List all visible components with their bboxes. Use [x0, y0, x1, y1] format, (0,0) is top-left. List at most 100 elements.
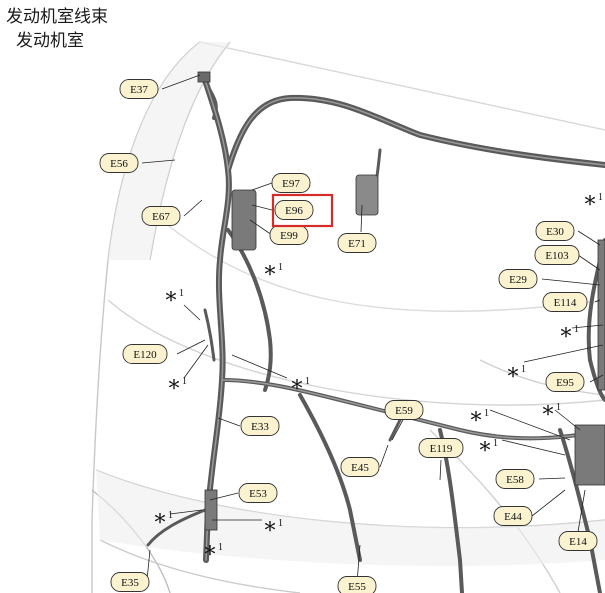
connector-label-e120: E120 [122, 344, 168, 364]
connector-label-text: E30 [546, 226, 564, 238]
note-marks: *1*1*1*1*1*1*1*1*1*1*1*1*1 [155, 192, 604, 568]
connector-label-text: E29 [509, 274, 527, 286]
connector-label-e33: E33 [240, 416, 280, 436]
note-star: * [265, 263, 276, 288]
note-star: * [155, 511, 166, 536]
note-mark: *1 [508, 364, 527, 390]
connector-label-text: E59 [395, 405, 413, 417]
connector-label-text: E120 [133, 349, 157, 361]
body-shading [96, 42, 605, 567]
note-superscript: 1 [218, 542, 223, 553]
note-mark: *1 [561, 324, 580, 350]
note-superscript: 1 [182, 376, 187, 387]
connector-label-pill [534, 245, 580, 265]
note-mark: *1 [585, 192, 604, 218]
connector-label-e30: E30 [535, 221, 575, 241]
connector-label-e35: E35 [110, 572, 150, 592]
connector-label-e67: E67 [141, 206, 181, 226]
connector-label-text: E35 [121, 577, 139, 589]
connector-label-e95: E95 [545, 372, 585, 392]
note-mark: *1 [543, 402, 562, 428]
connector-label-text: E14 [569, 536, 587, 548]
connector-label-e96: E96 [274, 200, 314, 220]
note-mark: *1 [471, 408, 490, 434]
connector-label-pill [493, 506, 533, 526]
note-superscript: 1 [493, 438, 498, 449]
note-superscript: 1 [556, 402, 561, 413]
connector-label-e97: E97 [271, 173, 311, 193]
connector-label-pill [337, 233, 377, 253]
connector-label-pill [99, 153, 139, 173]
connector-label-text: E119 [430, 443, 453, 455]
note-superscript: 1 [168, 510, 173, 521]
connector-label-e103: E103 [534, 245, 580, 265]
connector-label-e99: E99 [269, 225, 309, 245]
connector-label-text: E44 [504, 511, 522, 523]
connector-label-pill [498, 269, 538, 289]
connector-label-pill [337, 576, 377, 593]
note-superscript: 1 [278, 262, 283, 273]
note-mark: *1 [155, 510, 174, 536]
connector-label-text: E53 [249, 488, 267, 500]
highlight-box [271, 193, 334, 228]
leader-lines [141, 74, 604, 584]
note-star: * [585, 193, 596, 218]
diagram-title: 发动机室线束 [6, 7, 108, 27]
note-superscript: 1 [278, 518, 283, 529]
note-superscript: 1 [305, 376, 310, 387]
connector-label-text: E55 [348, 581, 366, 593]
connector-label-pill [238, 483, 278, 503]
connector-label-pill [141, 206, 181, 226]
connector-label-text: E56 [110, 158, 128, 170]
connector-label-text: E99 [280, 230, 298, 242]
connector-label-pill [558, 531, 598, 551]
note-superscript: 1 [179, 288, 184, 299]
connector-label-e44: E44 [493, 506, 533, 526]
connector-label-pill [110, 572, 150, 592]
connector-label-text: E58 [506, 474, 524, 486]
note-star: * [169, 377, 180, 402]
note-star: * [292, 377, 303, 402]
note-star: * [480, 439, 491, 464]
connector-label-e45: E45 [340, 457, 380, 477]
connector-label-text: E45 [351, 462, 369, 474]
note-mark: *1 [166, 288, 185, 314]
note-mark: *1 [292, 376, 311, 402]
diagram-subtitle: 发动机室 [16, 31, 84, 51]
connector-label-pill [340, 457, 380, 477]
connector-label-text: E37 [130, 84, 148, 96]
connector-label-text: E33 [251, 421, 269, 433]
connector-label-pill [495, 469, 535, 489]
connector-label-pill [545, 372, 585, 392]
note-star: * [561, 325, 572, 350]
connector-label-pill [119, 79, 159, 99]
connector-label-e53: E53 [238, 483, 278, 503]
connector-label-pill [271, 173, 311, 193]
connector-label-pill [384, 400, 424, 420]
note-mark: *1 [169, 376, 188, 402]
connector-label-e37: E37 [119, 79, 159, 99]
connector-label-text: E96 [285, 205, 303, 217]
connector-label-text: E71 [348, 238, 366, 250]
note-superscript: 1 [484, 408, 489, 419]
note-star: * [508, 365, 519, 390]
connector-label-text: E103 [545, 250, 569, 262]
note-star: * [205, 543, 216, 568]
note-star: * [471, 409, 482, 434]
connector-label-pill [274, 200, 314, 220]
connector-label-pill [418, 438, 464, 458]
note-mark: *1 [265, 262, 284, 288]
connector-label-e119: E119 [418, 438, 464, 458]
connector-label-pill [535, 221, 575, 241]
connector-label-pill [122, 344, 168, 364]
note-mark: *1 [205, 542, 224, 568]
connector-label-e59: E59 [384, 400, 424, 420]
note-mark: *1 [265, 518, 284, 544]
note-mark: *1 [480, 438, 499, 464]
connector-label-text: E67 [152, 211, 170, 223]
connector-label-text: E95 [556, 377, 574, 389]
connector-label-e29: E29 [498, 269, 538, 289]
connector-label-text: E97 [282, 178, 300, 190]
connector-label-e71: E71 [337, 233, 377, 253]
